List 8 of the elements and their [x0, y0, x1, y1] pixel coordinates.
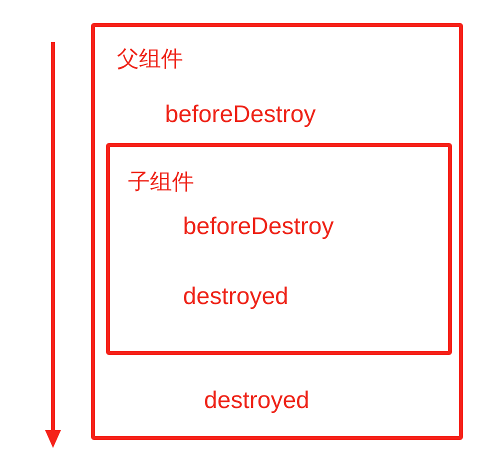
component-title: 子组件 [128, 169, 194, 194]
parent-component-box [91, 23, 463, 440]
lifecycle-hook-label: beforeDestroy [165, 101, 316, 129]
lifecycle-hook-label: destroyed [204, 387, 310, 415]
lifecycle-hook-label: destroyed [183, 283, 288, 311]
child-component-box [106, 143, 452, 355]
component-title: 父组件 [117, 46, 183, 72]
lifecycle-hook-label: beforeDestroy [183, 213, 334, 241]
